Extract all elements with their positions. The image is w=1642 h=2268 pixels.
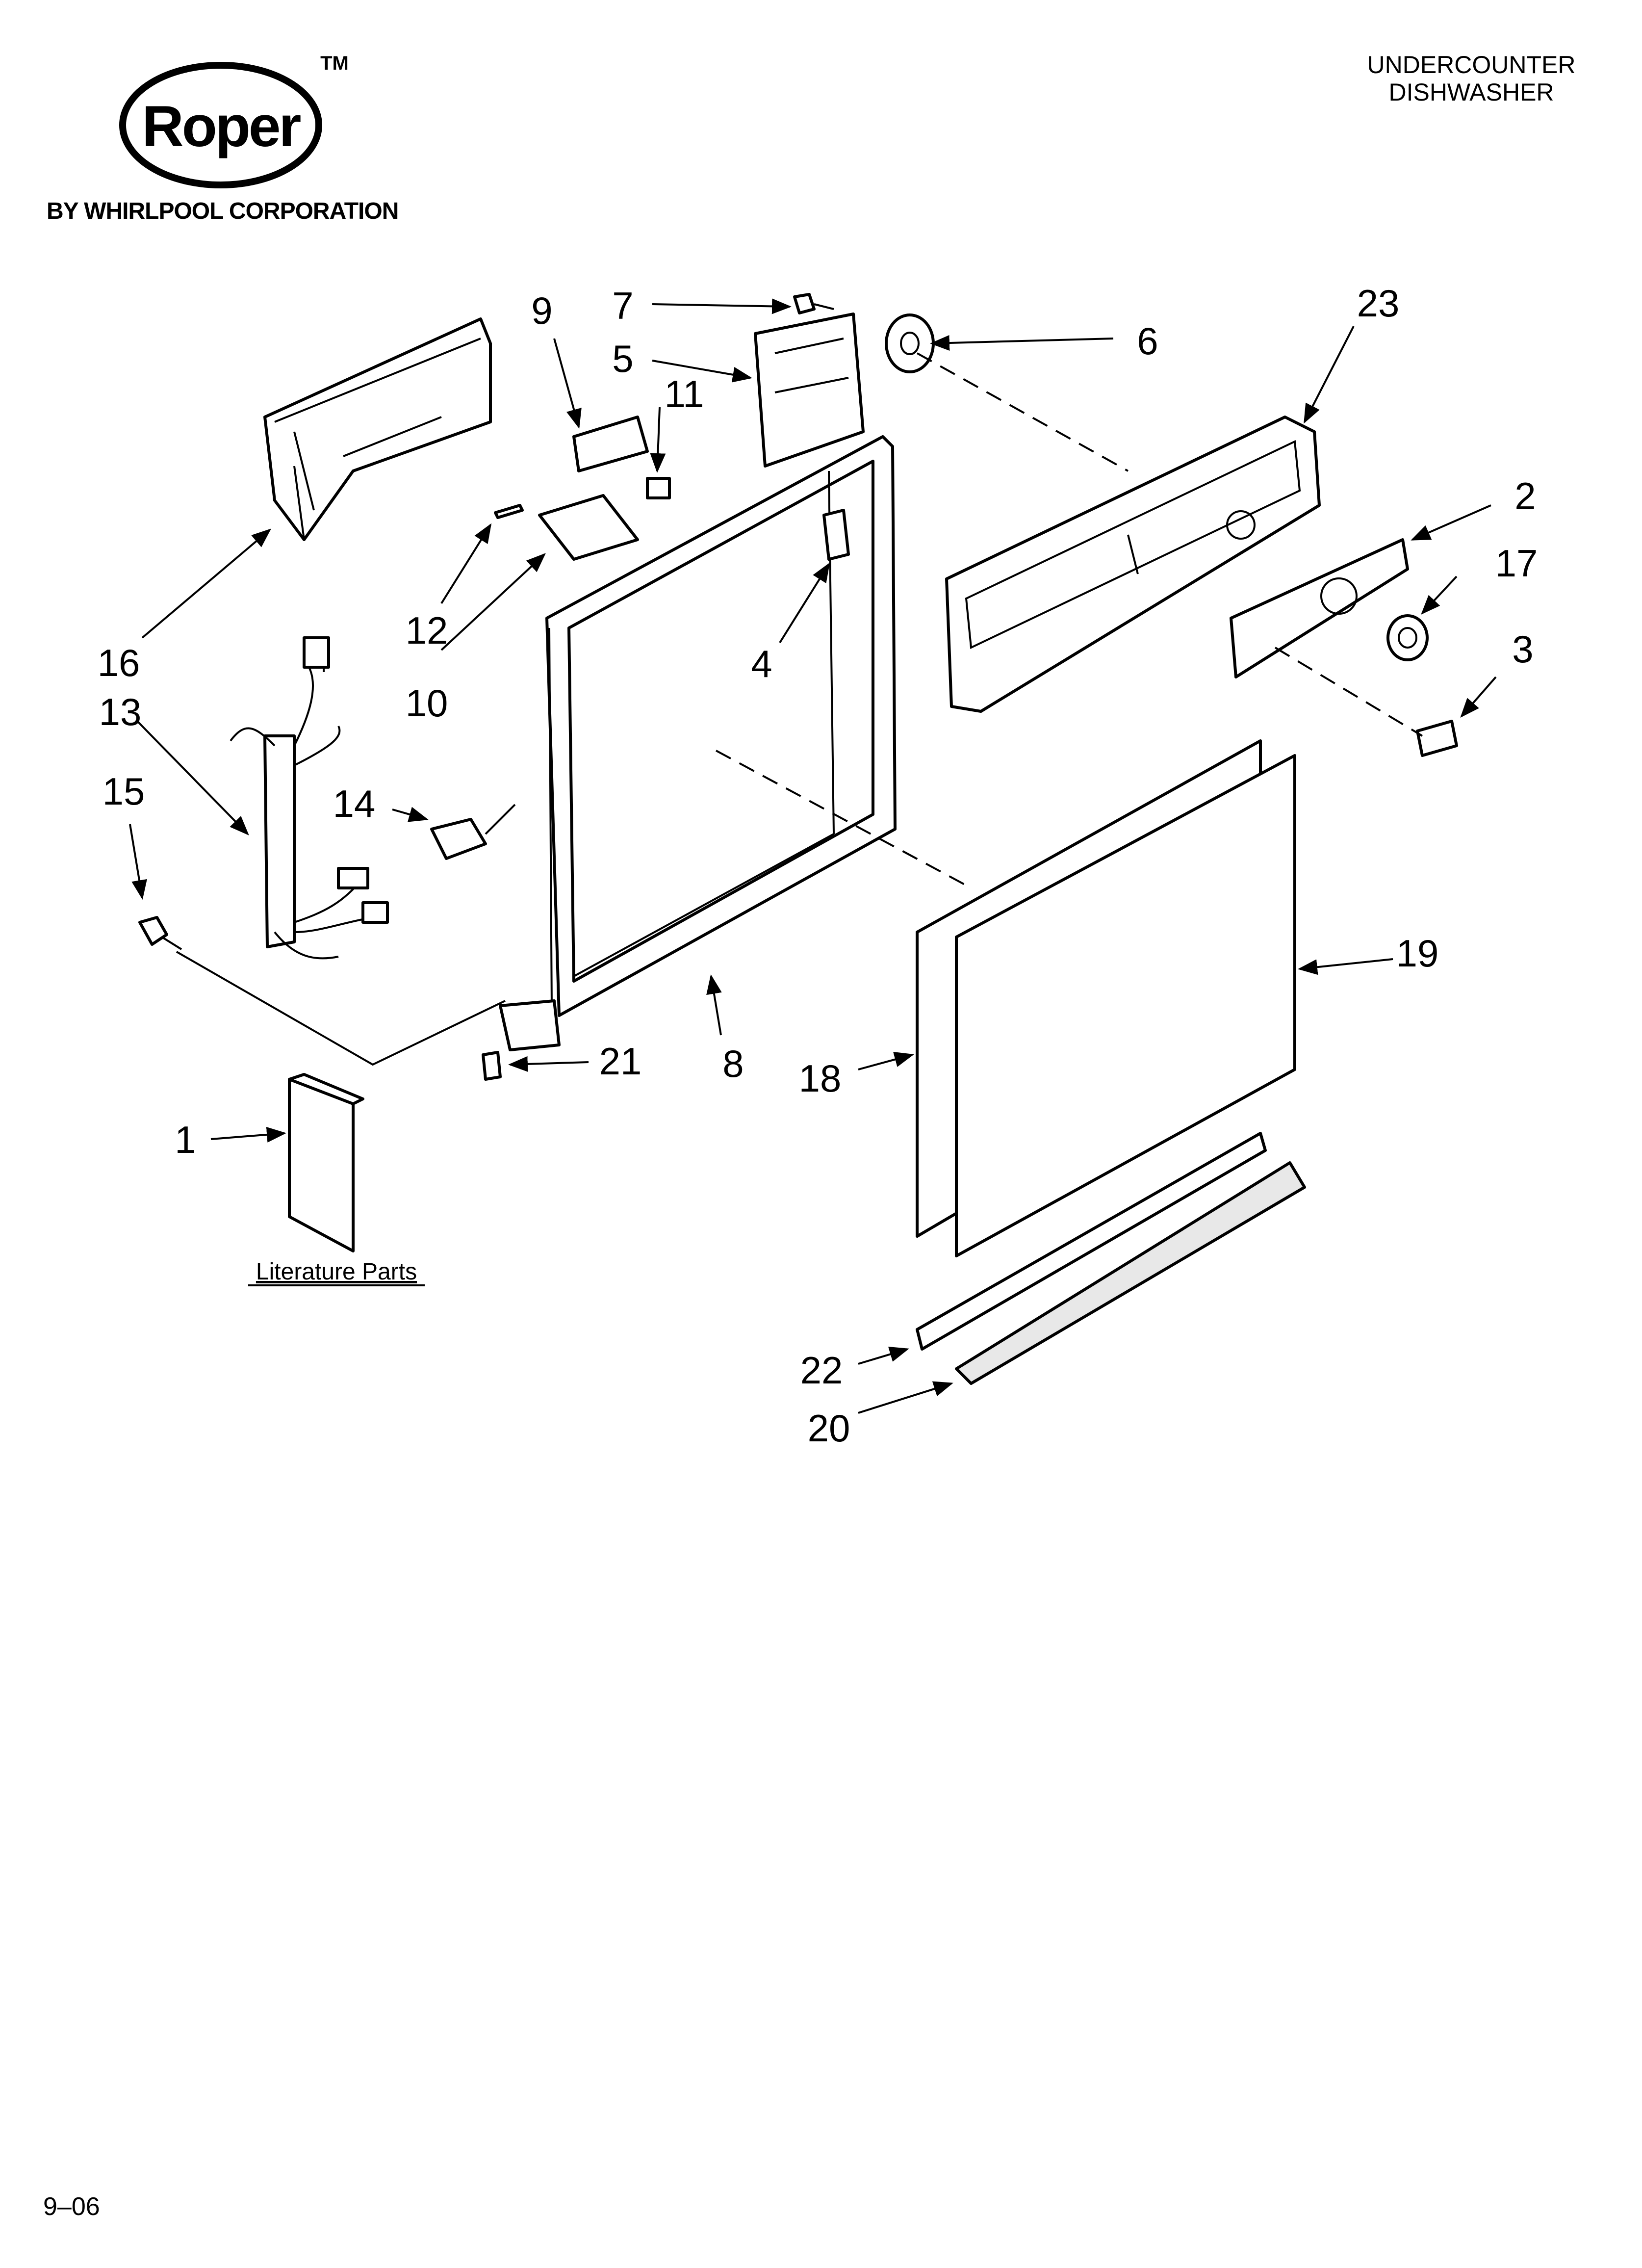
svg-text:TM: TM xyxy=(320,52,348,74)
callout-6: 6 xyxy=(1137,319,1158,363)
part-22-trim xyxy=(916,1132,1267,1351)
part-11-switch xyxy=(646,477,671,499)
assembly-line-screw xyxy=(176,951,506,1066)
part-19-door-outer-panel xyxy=(955,754,1296,1257)
assembly-line-frame-panel xyxy=(716,750,972,889)
callout-22: 22 xyxy=(800,1349,843,1392)
callout-14: 14 xyxy=(333,782,376,825)
part-3-button xyxy=(1416,720,1458,757)
callout-16: 16 xyxy=(98,641,140,684)
part-13-wire-harness xyxy=(230,636,389,960)
callout-20: 20 xyxy=(808,1407,850,1450)
callout-5: 5 xyxy=(612,337,633,380)
part-8-door-frame xyxy=(499,435,897,1051)
footer-code: 9–06 xyxy=(43,2192,100,2221)
part-6-gear xyxy=(885,313,935,373)
callout-23: 23 xyxy=(1357,282,1400,325)
callout-21: 21 xyxy=(599,1040,642,1083)
part-5-latch xyxy=(754,313,865,468)
callout-2: 2 xyxy=(1514,474,1536,518)
callout-8: 8 xyxy=(722,1042,744,1085)
part-1-literature xyxy=(288,1073,364,1252)
callout-11: 11 xyxy=(665,372,704,416)
callout-17: 17 xyxy=(1495,542,1538,585)
part-14-sensor xyxy=(430,804,516,860)
part-12-spacer xyxy=(494,504,524,519)
callout-18: 18 xyxy=(799,1057,842,1100)
callout-9: 9 xyxy=(531,289,552,332)
callout-3: 3 xyxy=(1512,627,1533,671)
callout-10: 10 xyxy=(406,681,448,725)
assembly-line-button xyxy=(1274,647,1423,737)
part-20-trim xyxy=(955,1161,1306,1385)
callout-7: 7 xyxy=(612,284,633,327)
callout-13: 13 xyxy=(99,690,142,733)
part-2-panel-insert xyxy=(1230,538,1409,678)
part-10-housing xyxy=(538,494,639,561)
part-16-cover xyxy=(263,317,492,541)
part-7-screw xyxy=(793,293,834,314)
product-title: UNDERCOUNTER DISHWASHER xyxy=(1324,51,1618,106)
assembly-line-gear-panel xyxy=(917,352,1129,472)
product-title-line2: DISHWASHER xyxy=(1388,78,1554,106)
callout-4: 4 xyxy=(751,642,772,685)
part-15-screw xyxy=(138,916,182,950)
part-9-bracket xyxy=(572,416,649,472)
brand-byline: BY WHIRLPOOL CORPORATION xyxy=(47,198,399,224)
part-17-knob xyxy=(1386,614,1429,661)
part-21-clip xyxy=(482,1051,502,1081)
svg-text:Roper: Roper xyxy=(142,94,301,159)
callout-12: 12 xyxy=(406,609,448,652)
callout-15: 15 xyxy=(103,770,145,813)
roper-logo: Roper TM xyxy=(119,52,348,188)
leader-arrows xyxy=(129,298,1497,1414)
literature-parts-label: Literature Parts xyxy=(256,1259,417,1285)
part-23-control-panel xyxy=(945,416,1321,713)
product-title-line1: UNDERCOUNTER xyxy=(1367,51,1576,78)
callout-19: 19 xyxy=(1396,932,1439,975)
callout-1: 1 xyxy=(175,1118,196,1161)
